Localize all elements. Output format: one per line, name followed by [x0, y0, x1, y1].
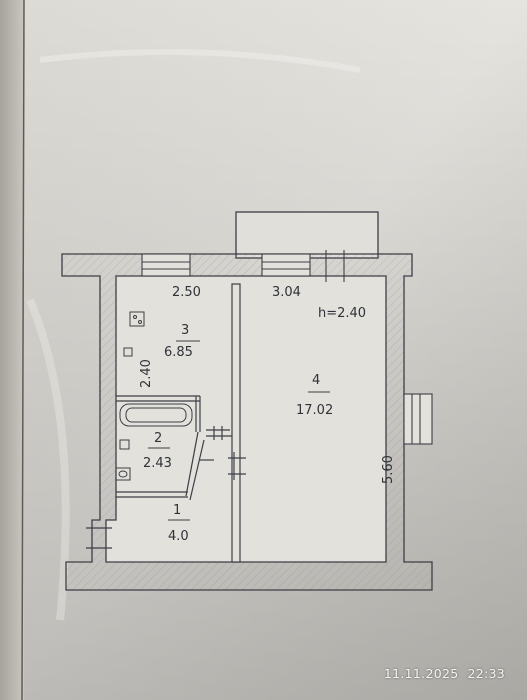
- bath-sink-icon: [119, 439, 130, 450]
- fixtures: [115, 311, 193, 481]
- room-3-area: 6.85: [164, 345, 193, 360]
- room-1-area: 4.0: [168, 529, 189, 544]
- kitchen-width-label: 2.50: [172, 285, 201, 300]
- binder-edge: [0, 0, 24, 700]
- room-width-label: 3.04: [272, 285, 301, 300]
- outer-walls: [61, 253, 433, 591]
- toilet-icon: [115, 467, 131, 481]
- balcony: [235, 211, 379, 259]
- partitions: [86, 283, 246, 563]
- room-3-number: 3: [181, 323, 189, 338]
- room-2-area: 2.43: [143, 456, 172, 471]
- kitchen-sink-icon: [123, 347, 133, 357]
- stove-icon: [129, 311, 145, 327]
- ceiling-height-label: h=2.40: [318, 306, 366, 321]
- room-length-label: 5.60: [381, 455, 396, 484]
- timestamp-date: 11.11.2025: [383, 666, 459, 681]
- bathtub-icon: [119, 403, 193, 427]
- room-4-number: 4: [312, 373, 320, 388]
- kitchen-depth-label: 2.40: [139, 359, 154, 388]
- right-window: [403, 393, 433, 445]
- photo-timestamp: 11.11.2025 22:33: [384, 666, 505, 681]
- room-1-number: 1: [173, 503, 181, 518]
- top-windows: [141, 250, 345, 282]
- room-4-area: 17.02: [296, 403, 333, 418]
- timestamp-time: 22:33: [467, 666, 505, 681]
- room-2-number: 2: [154, 431, 162, 446]
